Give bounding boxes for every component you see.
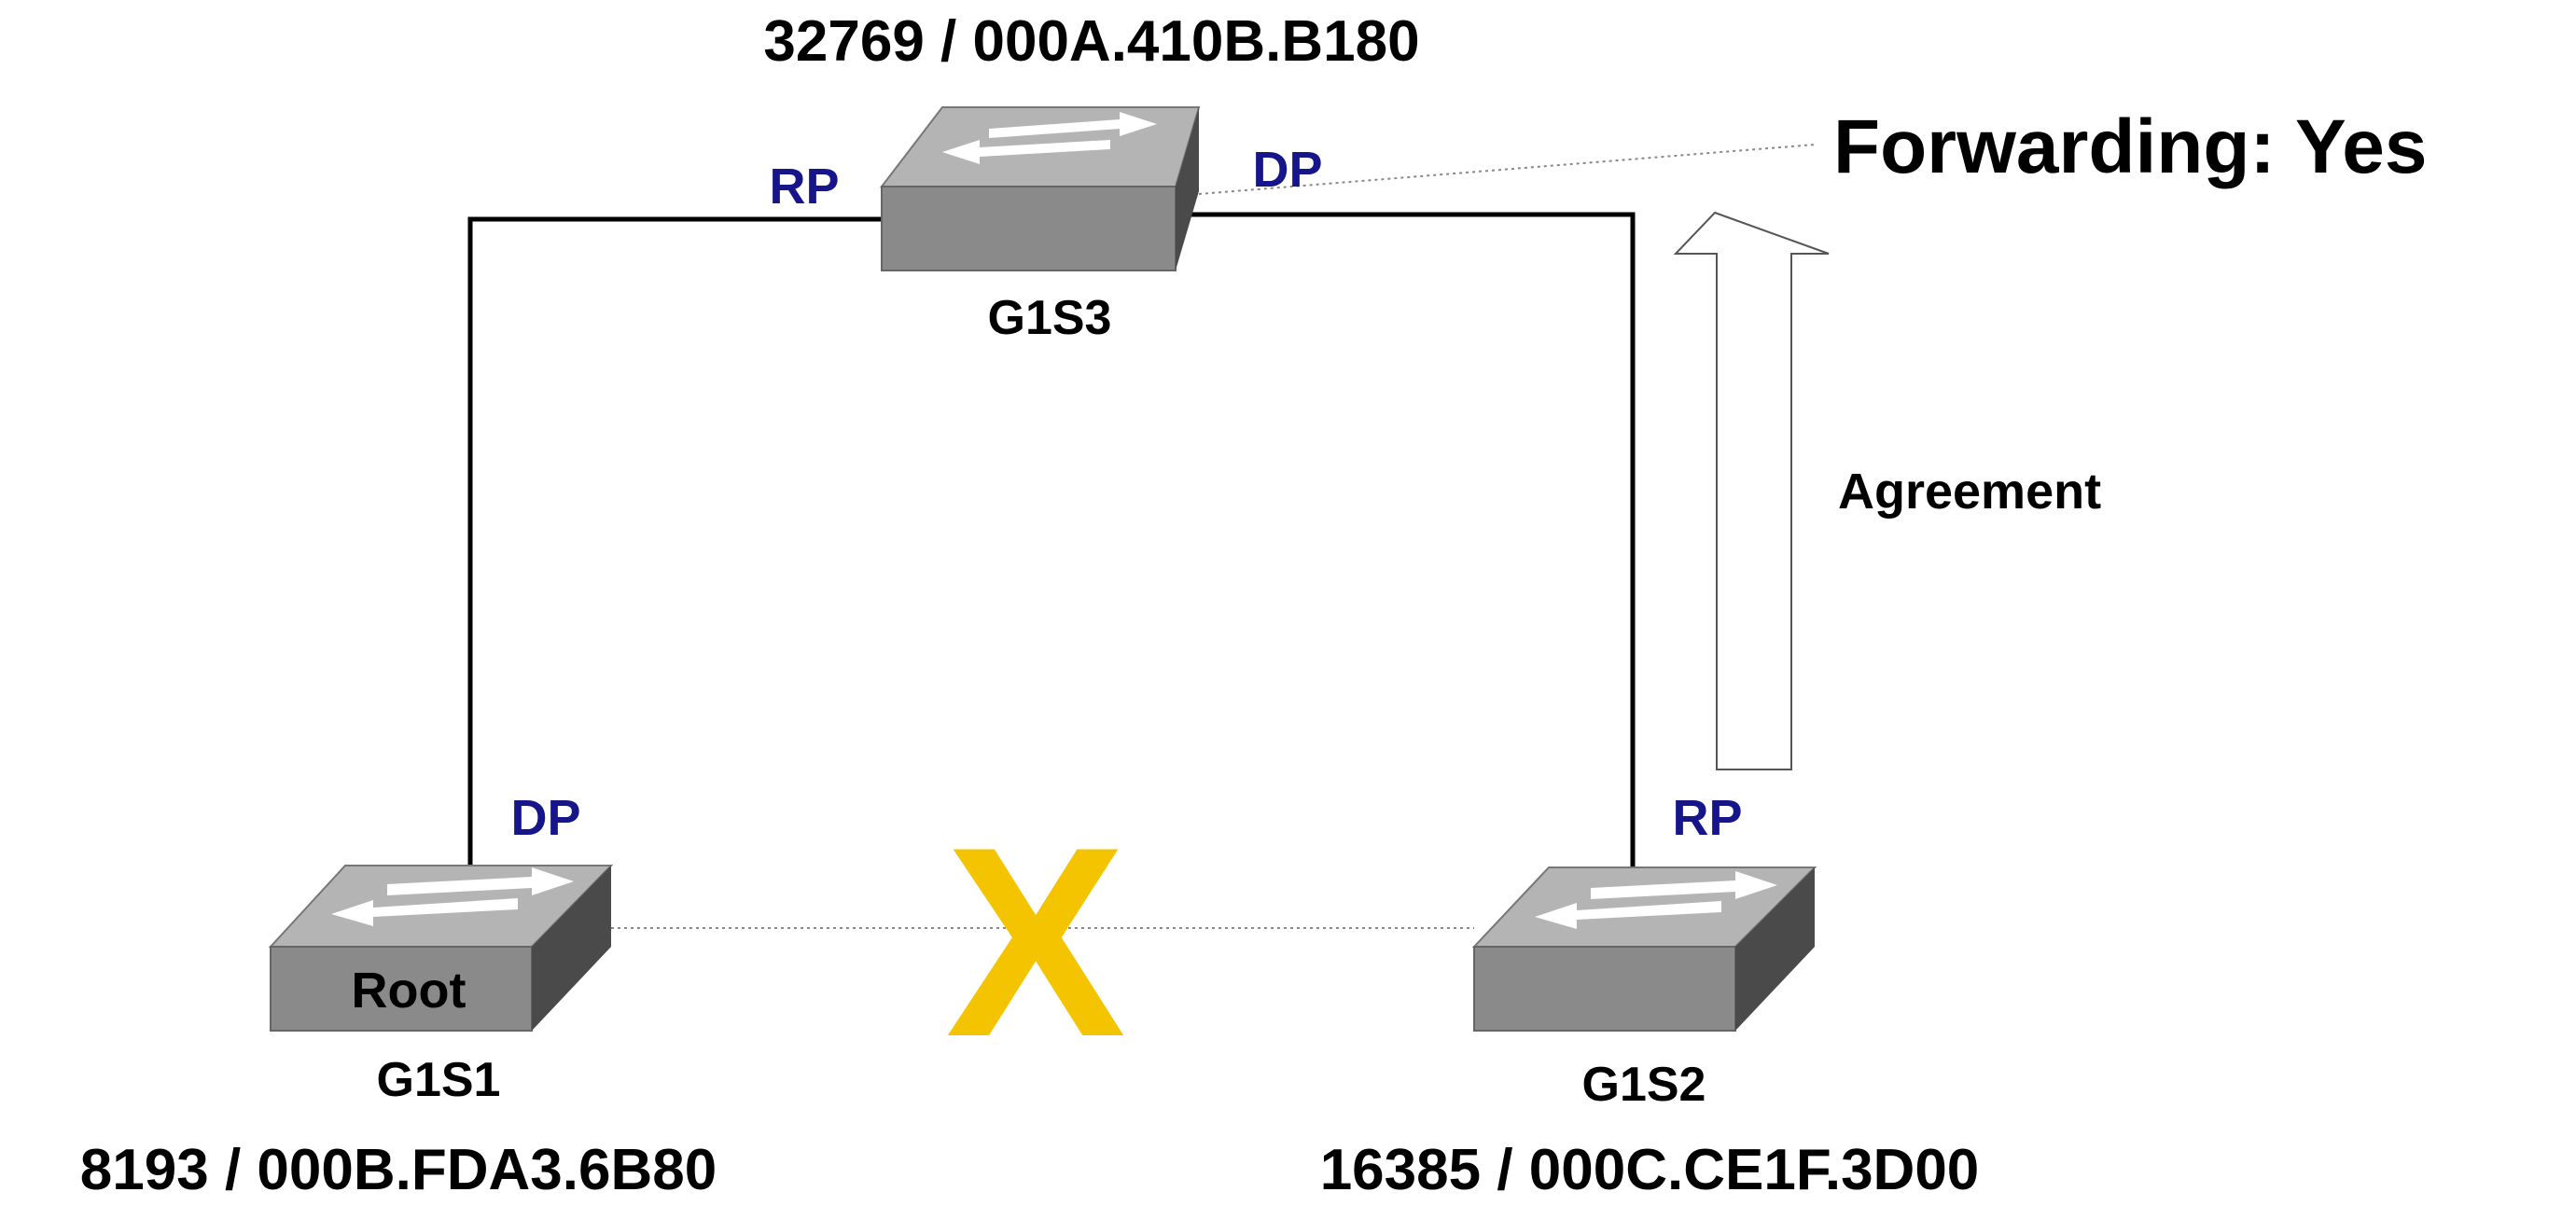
port-label-g1s3-left: RP [769, 159, 839, 215]
root-label: Root [352, 963, 466, 1019]
switch-g1s2[interactable] [1471, 866, 1817, 1032]
port-label-g1s3-right: DP [1252, 142, 1322, 198]
agreement-label: Agreement [1838, 464, 2101, 520]
port-label-g1s2-up: RP [1672, 790, 1742, 846]
g1s3-bridge-id: 32769 / 000A.410B.B180 [763, 9, 1419, 74]
g1s1-bridge-id: 8193 / 000B.FDA3.6B80 [80, 1138, 717, 1202]
forwarding-status-label: Forwarding: Yes [1833, 104, 2427, 189]
port-label-g1s1-up: DP [510, 790, 580, 846]
switch-g1s3[interactable] [879, 106, 1201, 271]
switch-g1s2-arrows-icon [1535, 871, 1777, 929]
switch-g1s3-side [1176, 107, 1199, 270]
switch-g1s3-front [881, 186, 1177, 271]
forwarding-callout-line [1198, 144, 1816, 195]
agreement-arrow-icon [1673, 211, 1830, 770]
switch-g1s2-side [1735, 867, 1815, 1031]
switch-g1s3-arrows-icon [942, 112, 1157, 164]
link-g1s3-g1s2 [1176, 212, 1636, 867]
switch-g1s1-side [532, 866, 611, 1031]
g1s2-name: G1S2 [1582, 1058, 1706, 1112]
g1s1-name: G1S1 [377, 1053, 501, 1107]
switch-g1s1-arrows-icon [331, 867, 574, 926]
switch-g1s2-front [1473, 946, 1736, 1032]
g1s2-bridge-id: 16385 / 000C.CE1F.3D00 [1320, 1138, 1980, 1202]
blocked-port-marker: X [945, 791, 1127, 1093]
link-g1s1-g1s3 [467, 216, 882, 866]
switch-g1s1[interactable] [268, 865, 614, 1032]
g1s3-name: G1S3 [988, 291, 1112, 345]
